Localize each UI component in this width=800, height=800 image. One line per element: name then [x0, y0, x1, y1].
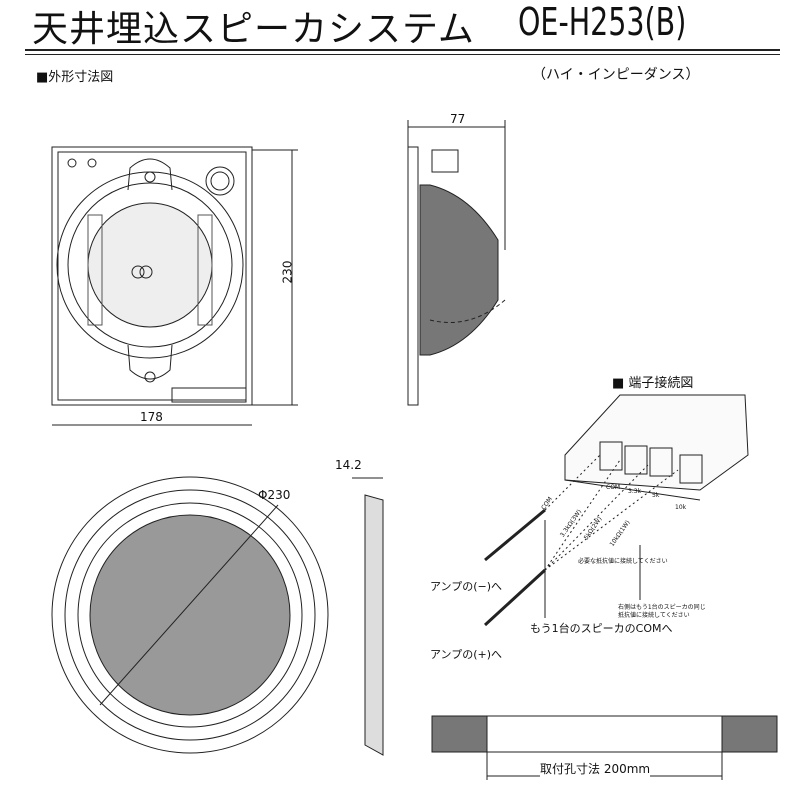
- next-speaker-label: もう1台のスピーカのCOMへ: [530, 622, 673, 635]
- right-side-note-1: 右側はもう1台のスピーカの同じ: [618, 604, 706, 611]
- diameter-dimension: Φ230: [258, 488, 291, 502]
- terminal-5k: 5k: [652, 492, 660, 499]
- page-title: 天井埋込スピーカシステム: [32, 9, 475, 50]
- height-dimension: 230: [280, 260, 295, 284]
- thickness-dimension: 14.2: [335, 458, 362, 472]
- depth-dimension: 77: [450, 112, 466, 126]
- title-rule: [25, 49, 780, 51]
- amp-minus-label: アンプの(−)へ: [430, 580, 503, 593]
- mount-hole-label: 取付孔寸法 200mm: [540, 760, 651, 777]
- terminal-block: [483, 394, 749, 627]
- front-view: [51, 146, 298, 426]
- impedance-subtitle: （ハイ・インピーダンス）: [532, 67, 700, 83]
- terminal-title: ■ 端子接続図: [612, 376, 694, 391]
- terminal-com: COM: [606, 484, 621, 491]
- side-view: [407, 120, 506, 406]
- section-label: ■外形寸法図: [36, 70, 114, 85]
- amp-plus-label: アンプの(+)へ: [430, 648, 503, 661]
- right-side-note-2: 抵抗値に接続してください: [618, 612, 690, 619]
- width-dimension: 178: [140, 410, 163, 424]
- terminal-10k: 10k: [675, 504, 687, 511]
- terminal-3k3: 3.3k: [628, 488, 642, 495]
- model-number: OE-H253(B): [518, 0, 687, 44]
- title-rule-thin: [25, 54, 780, 55]
- resistor-note: 必要な抵抗値に接続してください: [578, 558, 668, 565]
- mount-hole-diagram: [431, 715, 778, 780]
- round-view: [51, 476, 384, 756]
